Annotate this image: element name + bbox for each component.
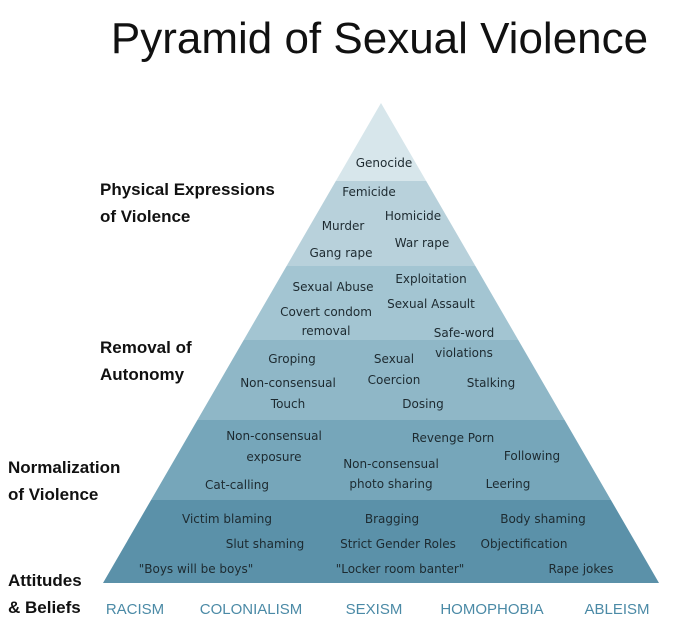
page-title: Pyramid of Sexual Violence xyxy=(110,14,649,63)
pyramid-band-5 xyxy=(151,420,611,500)
pyramid-item: Victim blaming xyxy=(182,512,272,526)
pyramid-item: Sexual Abuse xyxy=(292,280,374,294)
root-cause-0: RACISM xyxy=(105,601,165,618)
pyramid-item: Genocide xyxy=(355,156,413,170)
pyramid-item: Murder xyxy=(321,219,365,233)
pyramid-item: Sexual xyxy=(373,352,415,366)
pyramid-band-6 xyxy=(103,500,659,583)
pyramid-band-3 xyxy=(243,266,519,340)
pyramid-item: Coercion xyxy=(367,373,421,387)
pyramid-item: Homicide xyxy=(384,209,442,223)
pyramid-item: Non-consensual xyxy=(226,429,322,443)
pyramid-item: Sexual Assault xyxy=(387,297,475,311)
pyramid-item: Stalking xyxy=(466,376,516,390)
pyramid-item: Body shaming xyxy=(500,512,586,526)
pyramid-item: Non-consensual xyxy=(343,457,439,471)
pyramid-item: Revenge Porn xyxy=(411,431,495,445)
pyramid-item: photo sharing xyxy=(349,477,433,491)
pyramid-item: Femicide xyxy=(342,185,396,199)
pyramid-item: Covert condom xyxy=(280,305,372,319)
root-cause-1: COLONIALISM xyxy=(199,601,303,618)
pyramid-item: War rape xyxy=(394,236,450,250)
pyramid-item: "Locker room banter" xyxy=(335,562,465,576)
root-cause-2: SEXISM xyxy=(345,601,403,618)
pyramid-item: Cat-calling xyxy=(205,478,269,492)
pyramid-item: exposure xyxy=(246,450,302,464)
pyramid-item: Safe-word xyxy=(433,326,495,340)
pyramid-item: "Boys will be boys" xyxy=(138,562,254,576)
pyramid-item: Following xyxy=(503,449,561,463)
pyramid-item: Leering xyxy=(485,477,531,491)
pyramid-item: Dosing xyxy=(402,397,444,411)
root-cause-3: HOMOPHOBIA xyxy=(440,601,544,618)
pyramid-item: Touch xyxy=(270,397,306,411)
root-cause-4: ABLEISM xyxy=(584,601,650,618)
pyramid-item: Exploitation xyxy=(395,272,467,286)
pyramid-item: removal xyxy=(301,324,351,338)
pyramid-item: Objectification xyxy=(480,537,568,551)
pyramid-item: Strict Gender Roles xyxy=(340,537,456,551)
pyramid-band-4 xyxy=(197,340,565,420)
pyramid-band-2 xyxy=(286,181,476,266)
level-label-attitudes: Attitudes& Beliefs xyxy=(8,571,82,617)
pyramid-item: Non-consensual xyxy=(240,376,336,390)
pyramid-item: Gang rape xyxy=(309,246,373,260)
pyramid-item: Slut shaming xyxy=(225,537,305,551)
pyramid-band-1 xyxy=(335,103,427,181)
pyramid-item: Rape jokes xyxy=(548,562,614,576)
pyramid-item: Bragging xyxy=(364,512,420,526)
pyramid-item: violations xyxy=(435,346,493,360)
pyramid-item: Groping xyxy=(268,352,316,366)
